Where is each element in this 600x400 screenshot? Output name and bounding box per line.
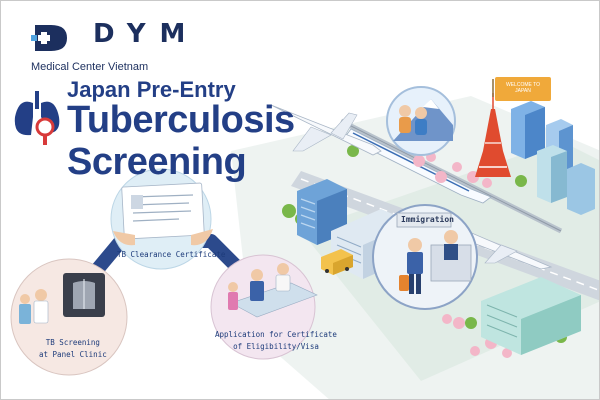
city-buildings <box>511 101 595 215</box>
certificate-icon <box>110 168 213 270</box>
airplane-icon <box>270 104 382 156</box>
lungs-magnifier-icon <box>14 91 60 145</box>
brand-letters: DYM <box>93 19 200 49</box>
immigration-sign: Immigration <box>401 215 454 224</box>
step-label-line: of Eligibility/Visa <box>233 342 319 351</box>
brand-subtitle: Medical Center Vietnam <box>31 61 149 73</box>
visa-application-icon <box>210 254 318 360</box>
title-line-1: Japan Pre-Entry <box>67 77 236 102</box>
step-label-line: TB Screening <box>45 338 100 347</box>
title-line-3: Screening <box>67 141 247 183</box>
immigration-booth-icon <box>372 204 478 310</box>
step-label-visa: Application for Certificate of Eligibili… <box>215 329 337 353</box>
bus-icon <box>321 249 353 275</box>
welcome-banner <box>492 77 551 101</box>
airport-terminal <box>481 277 581 355</box>
step-label-line: Application for Certificate <box>215 330 337 339</box>
step-label-line: TB Clearance Certificate <box>117 250 226 259</box>
page-title: Japan Pre-Entry Tuberculosis Screening <box>11 77 295 187</box>
step-label-screening: TB Screening at Panel Clinic <box>39 337 107 361</box>
banner-line: JAPAN <box>515 88 531 94</box>
step-label-certificate: TB Clearance Certificate <box>117 249 225 261</box>
title-line-2: Tuberculosis <box>67 99 295 141</box>
step-label-line: at Panel Clinic <box>39 350 107 359</box>
welcome-banner-text: WELCOME TO JAPAN <box>497 82 549 94</box>
banner-line: WELCOME TO <box>506 82 540 88</box>
travelers-circle <box>386 86 456 156</box>
xray-clinic-icon <box>10 258 128 376</box>
dym-logo-icon <box>31 25 67 51</box>
